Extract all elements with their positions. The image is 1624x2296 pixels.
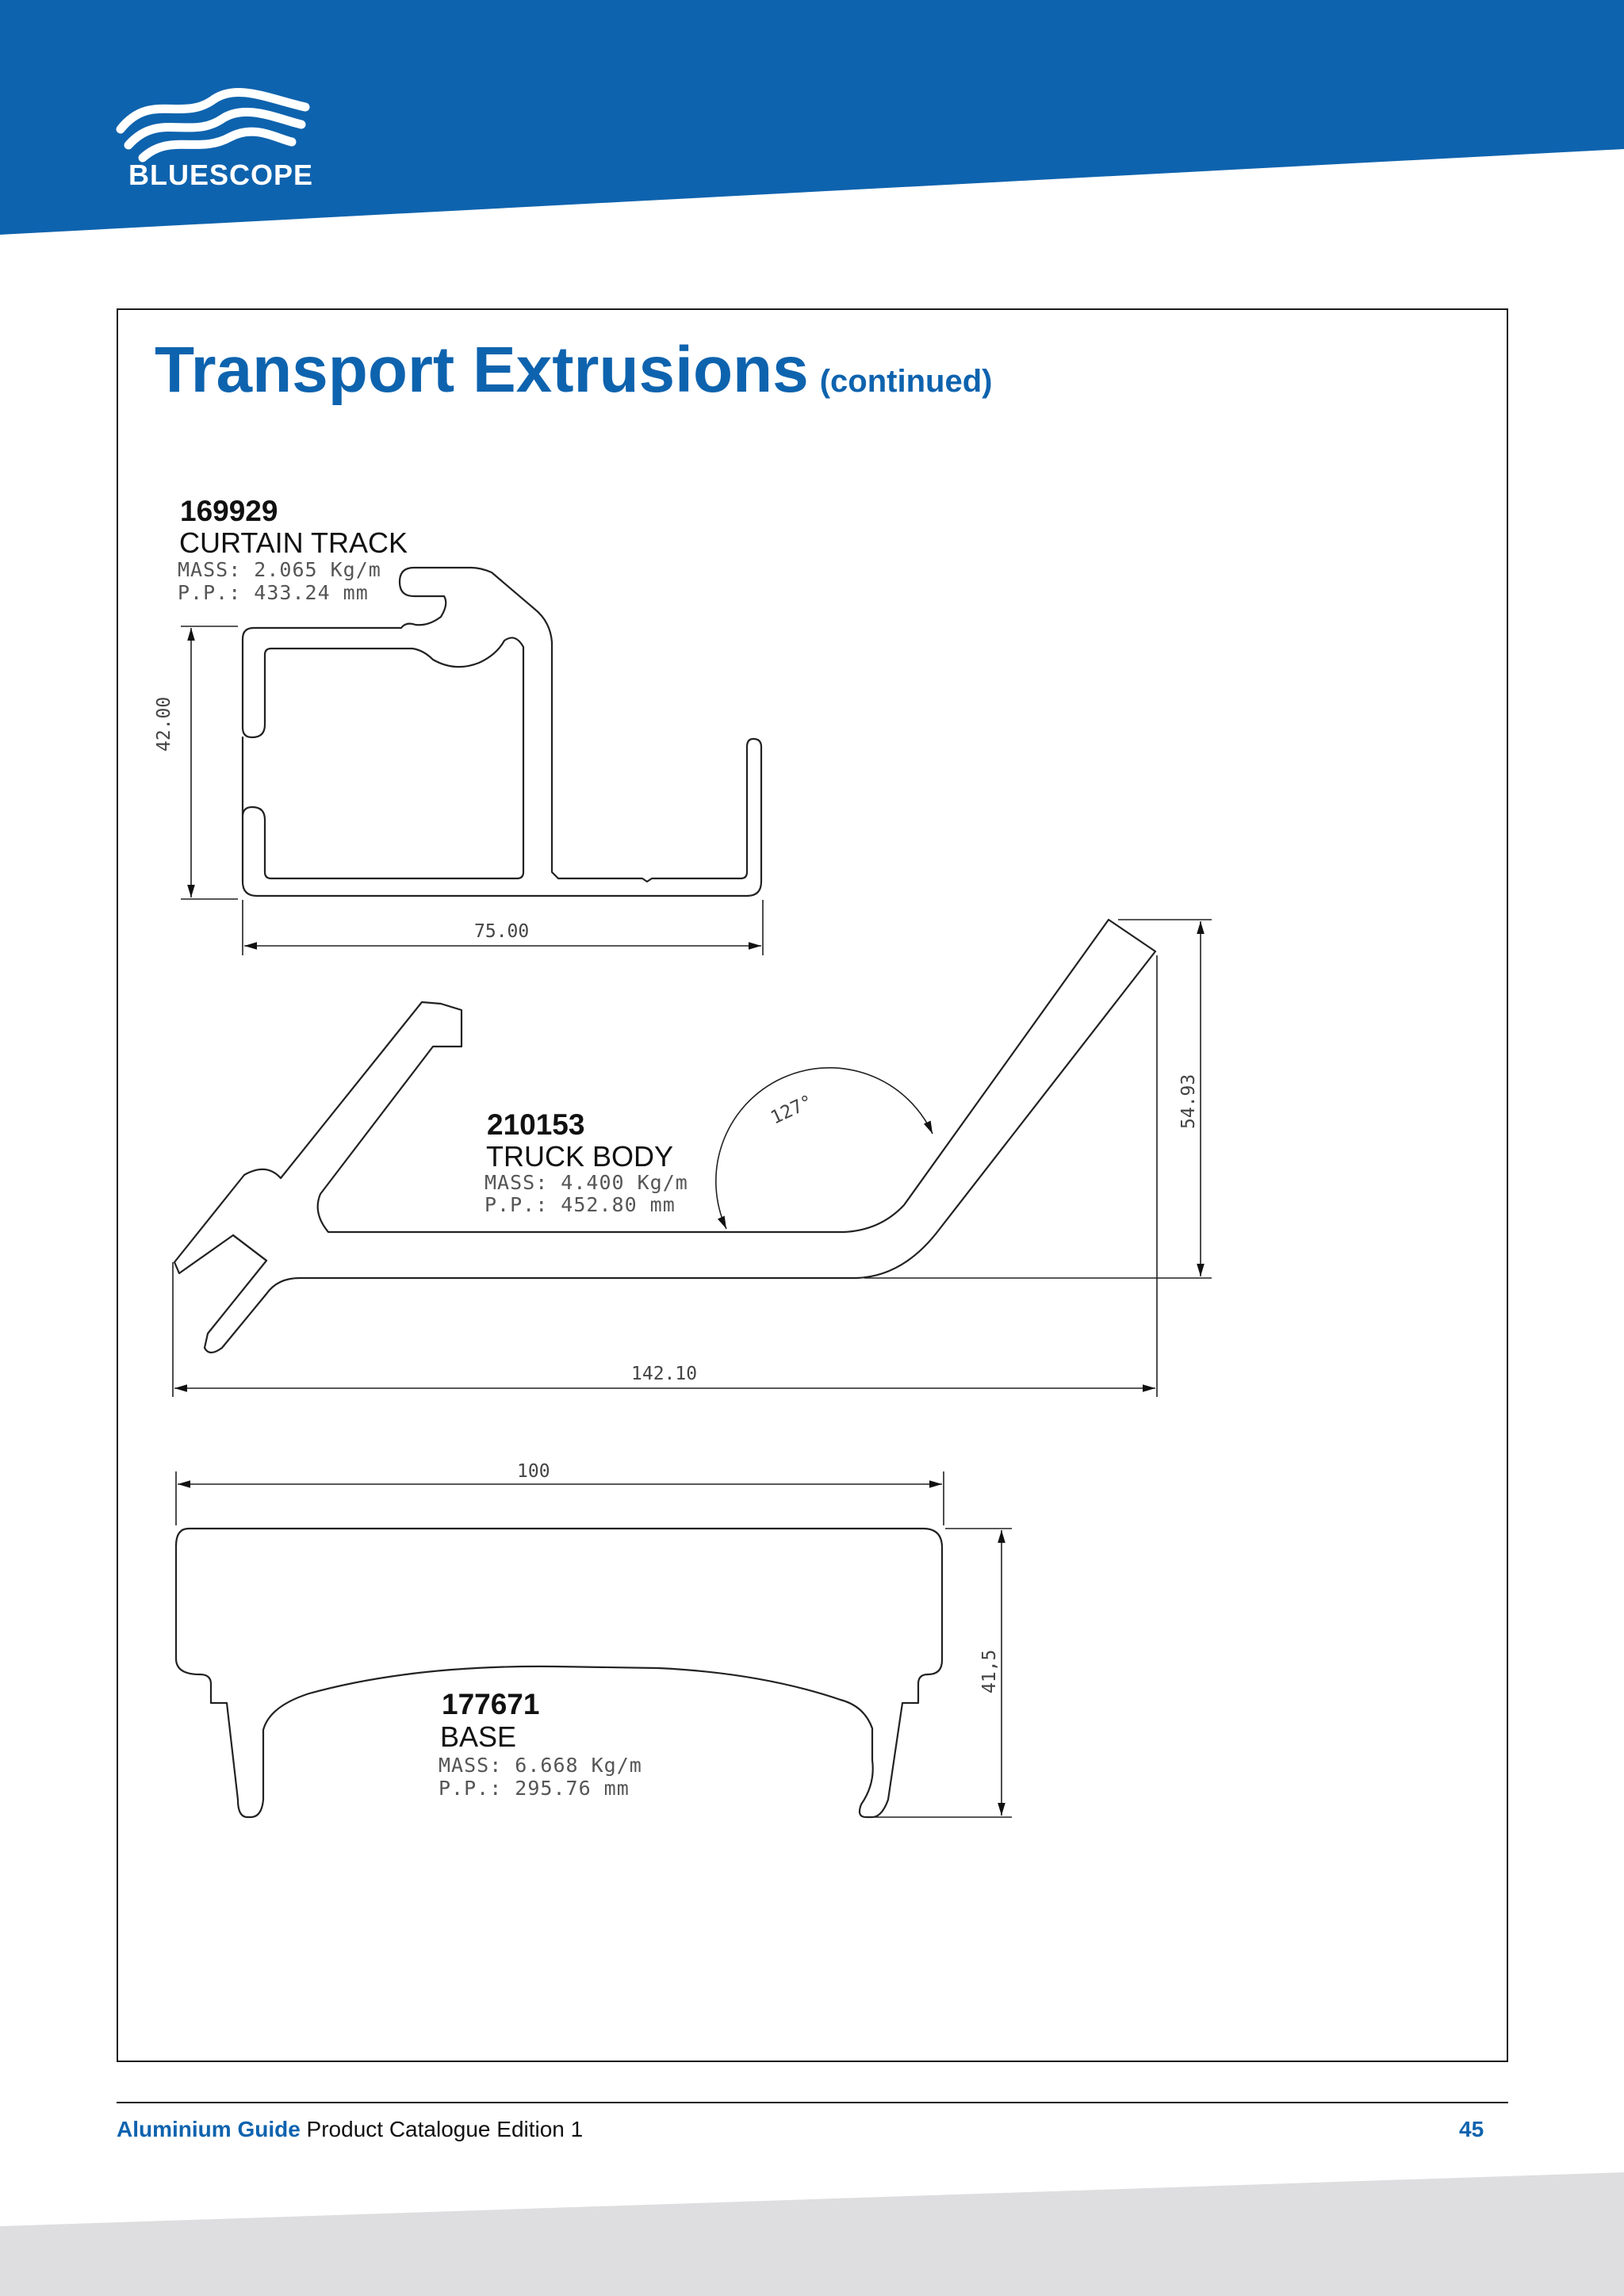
dimension-height: 41,5 bbox=[979, 1649, 1000, 1693]
bluescope-logo-icon bbox=[116, 87, 310, 163]
profile-name: TRUCK BODY bbox=[486, 1140, 674, 1173]
profile-mass: MASS: 4.400 Kg/m bbox=[485, 1171, 688, 1194]
bottom-band bbox=[0, 2172, 1624, 2296]
footer-title: Aluminium Guide Product Catalogue Editio… bbox=[117, 2117, 583, 2142]
profile-perimeter: P.P.: 433.24 mm bbox=[178, 581, 369, 604]
title-sub: (continued) bbox=[819, 364, 993, 399]
brand-name: BLUESCOPE bbox=[128, 159, 314, 191]
truck-body-profile bbox=[173, 918, 1157, 1354]
footer-rule bbox=[117, 2102, 1508, 2103]
profile-perimeter: P.P.: 295.76 mm bbox=[439, 1777, 630, 1800]
footer-catalogue: Product Catalogue Edition 1 bbox=[300, 2117, 584, 2141]
profile-name: BASE bbox=[440, 1720, 517, 1753]
curtain-track-profile bbox=[241, 566, 763, 897]
content-frame bbox=[117, 308, 1508, 2062]
dimension-width: 75.00 bbox=[474, 921, 530, 942]
profile-code: 169929 bbox=[180, 495, 278, 527]
profile-mass: MASS: 6.668 Kg/m bbox=[439, 1754, 642, 1777]
dimension-height: 42.00 bbox=[154, 696, 174, 752]
base-profile bbox=[174, 1527, 944, 1819]
page-title: Transport Extrusions (continued) bbox=[155, 333, 992, 408]
dimension-height: 54.93 bbox=[1178, 1073, 1199, 1129]
header-band bbox=[0, 0, 1624, 235]
page-number: 45 bbox=[1459, 2117, 1484, 2141]
dimension-width: 100 bbox=[517, 1461, 550, 1482]
title-main: Transport Extrusions bbox=[155, 334, 809, 406]
profile-code: 177671 bbox=[442, 1688, 540, 1720]
dimension-width: 142.10 bbox=[631, 1364, 698, 1384]
profile-mass: MASS: 2.065 Kg/m bbox=[178, 558, 381, 581]
profile-perimeter: P.P.: 452.80 mm bbox=[485, 1193, 676, 1216]
footer-guide: Aluminium Guide bbox=[117, 2117, 301, 2141]
profile-code: 210153 bbox=[487, 1108, 585, 1141]
profile-name: CURTAIN TRACK bbox=[179, 526, 408, 559]
